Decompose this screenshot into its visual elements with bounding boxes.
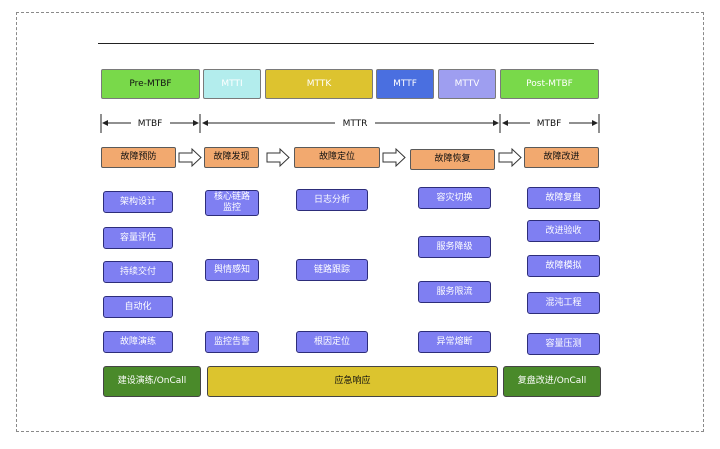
location-item-label: 日志分析 — [313, 194, 350, 205]
prevention-item-label: 自动化 — [124, 301, 152, 312]
prevention-item: 故障演练 — [103, 331, 173, 353]
discovery-item-label: 核心链路 监控 — [213, 192, 250, 213]
stage-recovery-label: 故障恢复 — [434, 154, 471, 164]
span-mtbf-left — [100, 114, 201, 133]
dashed-frame — [16, 12, 704, 432]
span-mttr-label: MTTR — [343, 119, 368, 129]
improvement-item: 故障复盘 — [527, 187, 600, 209]
bottom-bar-left-label: 建设演练/OnCall — [117, 376, 187, 386]
phase-mttf: MTTF — [376, 69, 434, 99]
span-mtbf-left-label: MTBF — [138, 119, 163, 129]
stage-recovery: 故障恢复 — [410, 149, 495, 170]
stage-improvement-label: 故障改进 — [543, 152, 580, 162]
discovery-item: 舆情感知 — [205, 259, 259, 281]
recovery-item: 服务降级 — [418, 236, 491, 258]
bottom-bar-middle-label: 应急响应 — [334, 376, 371, 386]
stage-location: 故障定位 — [294, 147, 380, 168]
improvement-item: 故障模拟 — [527, 255, 600, 277]
recovery-item-label: 异常熔断 — [436, 336, 473, 347]
stage-prevention: 故障预防 — [101, 147, 176, 168]
improvement-item: 容量压测 — [527, 333, 600, 355]
improvement-item-label: 混沌工程 — [545, 297, 582, 308]
flow-arrow-2 — [266, 147, 290, 168]
stage-prevention-label: 故障预防 — [120, 152, 157, 162]
location-item: 日志分析 — [296, 189, 368, 211]
recovery-item-label: 服务限流 — [436, 286, 473, 297]
flow-arrow-4 — [498, 147, 522, 168]
recovery-item-label: 服务降级 — [436, 241, 473, 252]
span-mttr — [202, 114, 501, 133]
phase-mtti: MTTI — [203, 69, 261, 99]
bottom-bar-left: 建设演练/OnCall — [103, 366, 201, 397]
stage-improvement: 故障改进 — [524, 147, 599, 168]
phase-mttk: MTTK — [265, 69, 373, 99]
improvement-item-label: 改进验收 — [545, 225, 582, 236]
span-mtbf-right-label: MTBF — [537, 119, 562, 129]
discovery-item-label: 监控告警 — [213, 336, 250, 347]
phase-pre-mtbf-label: Pre-MTBF — [129, 78, 172, 89]
prevention-item-label: 故障演练 — [119, 336, 156, 347]
stage-location-label: 故障定位 — [318, 152, 355, 162]
prevention-item-label: 容量评估 — [119, 232, 156, 243]
improvement-item-label: 故障模拟 — [545, 260, 582, 271]
improvement-item-label: 容量压测 — [545, 338, 582, 349]
prevention-item-label: 架构设计 — [119, 196, 156, 207]
stage-discovery: 故障发现 — [204, 147, 259, 168]
phase-mttv: MTTV — [438, 69, 496, 99]
prevention-item: 容量评估 — [103, 227, 173, 249]
phase-post-mtbf-label: Post-MTBF — [526, 78, 573, 89]
improvement-item: 混沌工程 — [527, 292, 600, 314]
location-item-label: 链路跟踪 — [313, 264, 350, 275]
recovery-item: 容灾切换 — [418, 187, 491, 209]
recovery-item: 服务限流 — [418, 281, 491, 303]
discovery-item-label: 舆情感知 — [213, 264, 250, 275]
discovery-item: 核心链路 监控 — [205, 190, 259, 216]
phase-mtti-label: MTTI — [221, 78, 243, 89]
phase-pre-mtbf: Pre-MTBF — [101, 69, 200, 99]
bottom-bar-middle: 应急响应 — [207, 366, 498, 397]
discovery-item: 监控告警 — [205, 331, 259, 353]
location-item-label: 根因定位 — [313, 336, 350, 347]
prevention-item: 架构设计 — [103, 191, 173, 213]
phase-post-mtbf: Post-MTBF — [500, 69, 599, 99]
location-item: 根因定位 — [296, 331, 368, 353]
improvement-item-label: 故障复盘 — [545, 192, 582, 203]
bottom-bar-right-label: 复盘改进/OnCall — [517, 376, 587, 386]
prevention-item: 持续交付 — [103, 261, 173, 283]
prevention-item: 自动化 — [103, 296, 173, 318]
recovery-item-label: 容灾切换 — [436, 192, 473, 203]
phase-mttk-label: MTTK — [306, 78, 332, 89]
bottom-bar-right: 复盘改进/OnCall — [503, 366, 601, 397]
phase-mttv-label: MTTV — [454, 78, 480, 89]
recovery-item: 异常熔断 — [418, 331, 491, 353]
flow-arrow-1 — [178, 147, 202, 168]
location-item: 链路跟踪 — [296, 259, 368, 281]
top-rule — [98, 43, 594, 44]
stage-discovery-label: 故障发现 — [213, 152, 250, 162]
phase-mttf-label: MTTF — [393, 78, 417, 89]
improvement-item: 改进验收 — [527, 220, 600, 242]
flow-arrow-3 — [382, 147, 406, 168]
span-mtbf-right — [502, 114, 600, 133]
prevention-item-label: 持续交付 — [119, 266, 156, 277]
